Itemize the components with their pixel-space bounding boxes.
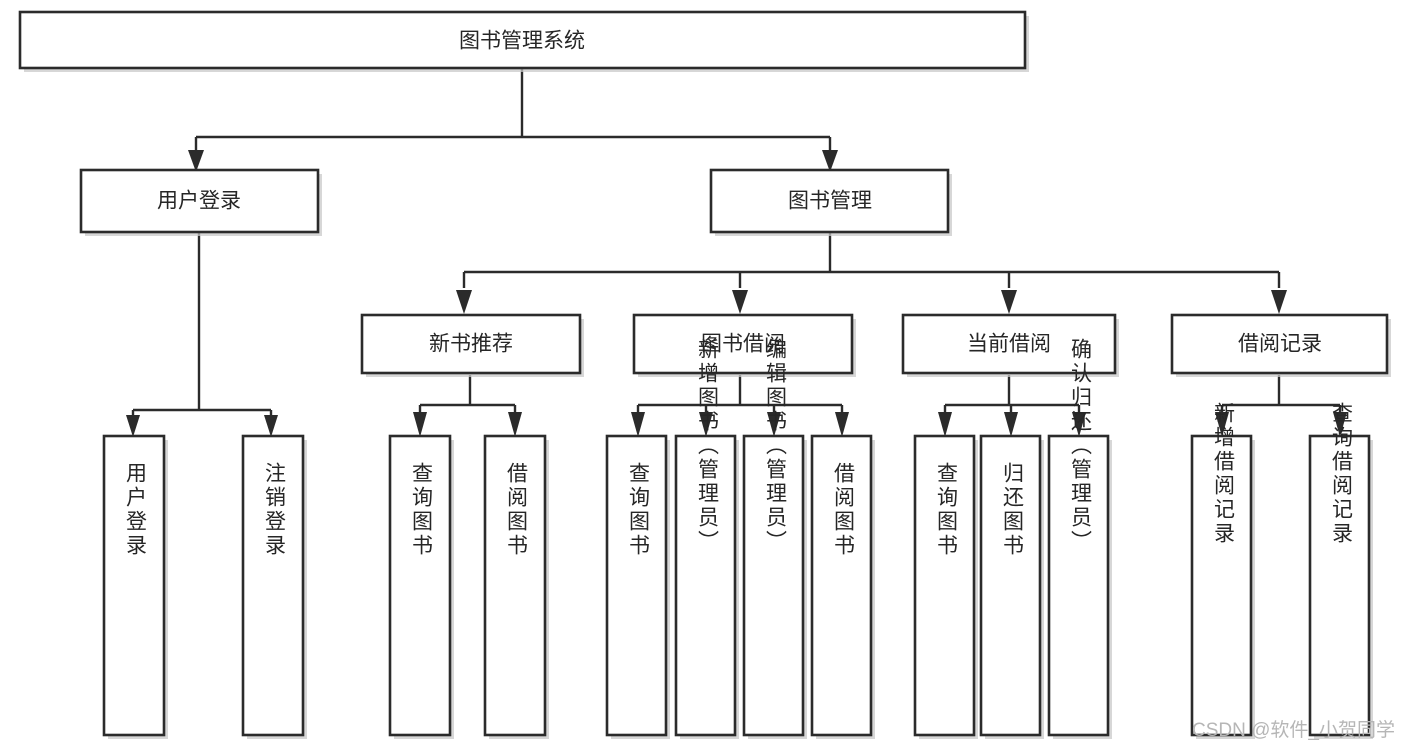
- arrowhead-to-leaf-12: [1333, 412, 1347, 437]
- arrowhead-to-book-borrow: [732, 290, 748, 314]
- node-borrow-record-label: 借阅记录: [1238, 333, 1322, 356]
- arrowhead-to-leaf-2: [413, 412, 427, 437]
- node-leaf-borrow-book-1[interactable]: 借阅图书: [483, 434, 549, 739]
- node-leaf-8-label: 查询图书: [934, 462, 958, 558]
- node-leaf-7-box[interactable]: [810, 434, 873, 737]
- node-current-borrow-label: 当前借阅: [967, 333, 1051, 356]
- connector-root-bus: [194, 68, 832, 156]
- node-current-borrow[interactable]: 当前借阅: [901, 313, 1119, 377]
- node-root-label: 图书管理系统: [459, 30, 585, 53]
- node-leaf-add-book-admin[interactable]: 新增图书（管理员）: [674, 338, 739, 739]
- node-leaf-9-box[interactable]: [979, 434, 1042, 737]
- arrowhead-to-current-borrow: [1001, 290, 1017, 314]
- connector-book-management-bus: [462, 232, 1281, 288]
- node-leaf-0-label: 用户登录: [123, 462, 147, 558]
- node-book-borrow[interactable]: 图书借阅: [632, 313, 856, 377]
- node-user-login-label: 用户登录: [157, 190, 241, 213]
- arrowhead-to-leaf-4: [631, 412, 645, 437]
- node-leaf-borrow-book-2[interactable]: 借阅图书: [810, 434, 875, 739]
- node-leaf-4-box[interactable]: [605, 434, 668, 737]
- node-leaf-return-book[interactable]: 归还图书: [979, 434, 1044, 739]
- node-book-management-label: 图书管理: [788, 190, 872, 213]
- node-book-management[interactable]: 图书管理: [709, 168, 952, 236]
- node-leaf-edit-book-admin[interactable]: 编辑图书（管理员）: [742, 338, 807, 739]
- node-leaf-0-box[interactable]: [102, 434, 166, 737]
- arrowhead-to-leaf-0: [126, 415, 140, 437]
- arrowhead-to-leaf-1: [264, 415, 278, 437]
- arrowhead-to-leaf-11: [1215, 412, 1229, 437]
- arrowhead-to-leaf-8: [938, 412, 952, 437]
- node-leaf-query-borrow-record[interactable]: 查询借阅记录: [1308, 402, 1373, 739]
- connector-borrow-record-bus: [1220, 375, 1342, 416]
- arrowhead-to-leaf-5: [699, 412, 713, 437]
- node-leaf-12-box[interactable]: [1308, 434, 1371, 737]
- node-leaf-6-label: 编辑图书（管理员）: [763, 338, 787, 554]
- arrowhead-to-leaf-3: [508, 412, 522, 437]
- node-user-login-box[interactable]: [79, 168, 320, 234]
- node-leaf-12-label: 查询借阅记录: [1329, 402, 1353, 546]
- node-new-book-recommend-box[interactable]: [360, 313, 582, 375]
- node-leaf-2-label: 查询图书: [409, 462, 433, 558]
- connector-new-book-recommend-bus: [418, 375, 517, 416]
- node-leaf-11-box[interactable]: [1190, 434, 1253, 737]
- node-leaf-query-book-2[interactable]: 查询图书: [605, 434, 670, 739]
- arrowhead-to-leaf-6: [767, 412, 781, 437]
- node-leaf-1-box[interactable]: [241, 434, 305, 737]
- arrowhead-to-leaf-9: [1004, 412, 1018, 437]
- node-leaf-7-label: 借阅图书: [831, 462, 855, 558]
- arrowhead-to-borrow-record: [1271, 290, 1287, 314]
- node-book-management-box[interactable]: [709, 168, 950, 234]
- arrowhead-to-new-book-recommend: [456, 290, 472, 314]
- node-leaf-3-box[interactable]: [483, 434, 547, 737]
- node-leaf-10-box[interactable]: [1047, 434, 1110, 737]
- node-leaf-add-borrow-record[interactable]: 新增借阅记录: [1190, 402, 1255, 739]
- connector-current-borrow-bus: [943, 375, 1081, 416]
- node-book-borrow-box[interactable]: [632, 313, 854, 375]
- connector-layer: [126, 68, 1347, 437]
- node-root[interactable]: 图书管理系统: [18, 10, 1029, 72]
- node-user-login[interactable]: 用户登录: [79, 168, 322, 236]
- node-root-box[interactable]: [18, 10, 1027, 70]
- node-leaf-9-label: 归还图书: [1000, 462, 1024, 558]
- node-leaf-2-box[interactable]: [388, 434, 452, 737]
- node-leaf-query-book-1[interactable]: 查询图书: [388, 434, 454, 739]
- arrowhead-to-user-login: [188, 150, 204, 172]
- node-leaf-1-label: 注销登录: [262, 462, 286, 558]
- node-leaf-logout[interactable]: 注销登录: [241, 434, 307, 739]
- csdn-watermark: CSDN @软件_小贺同学: [1192, 719, 1395, 741]
- connector-book-borrow-bus: [636, 375, 844, 416]
- node-book-borrow-label: 图书借阅: [701, 333, 785, 356]
- node-leaf-5-box[interactable]: [674, 434, 737, 737]
- node-leaf-user-login[interactable]: 用户登录: [102, 434, 168, 739]
- node-leaf-8-box[interactable]: [913, 434, 976, 737]
- node-current-borrow-box[interactable]: [901, 313, 1117, 375]
- arrowhead-to-leaf-10: [1072, 412, 1086, 437]
- node-leaf-5-label: 新增图书（管理员）: [695, 338, 719, 554]
- node-borrow-record-box[interactable]: [1170, 313, 1389, 375]
- node-leaf-6-box[interactable]: [742, 434, 805, 737]
- node-borrow-record[interactable]: 借阅记录: [1170, 313, 1391, 377]
- node-leaf-4-label: 查询图书: [626, 462, 650, 558]
- node-new-book-recommend[interactable]: 新书推荐: [360, 313, 584, 377]
- node-leaf-10-label: 确认归还（管理员）: [1068, 338, 1092, 554]
- node-leaf-confirm-return-admin[interactable]: 确认归还（管理员）: [1047, 338, 1112, 739]
- connector-user-login-bus: [131, 232, 273, 421]
- arrowhead-to-book-management: [822, 150, 838, 172]
- node-leaf-11-label: 新增借阅记录: [1211, 402, 1235, 546]
- node-leaf-3-label: 借阅图书: [504, 462, 528, 558]
- node-new-book-recommend-label: 新书推荐: [429, 333, 513, 356]
- node-leaf-query-book-3[interactable]: 查询图书: [913, 434, 978, 739]
- arrowhead-to-leaf-7: [835, 412, 849, 437]
